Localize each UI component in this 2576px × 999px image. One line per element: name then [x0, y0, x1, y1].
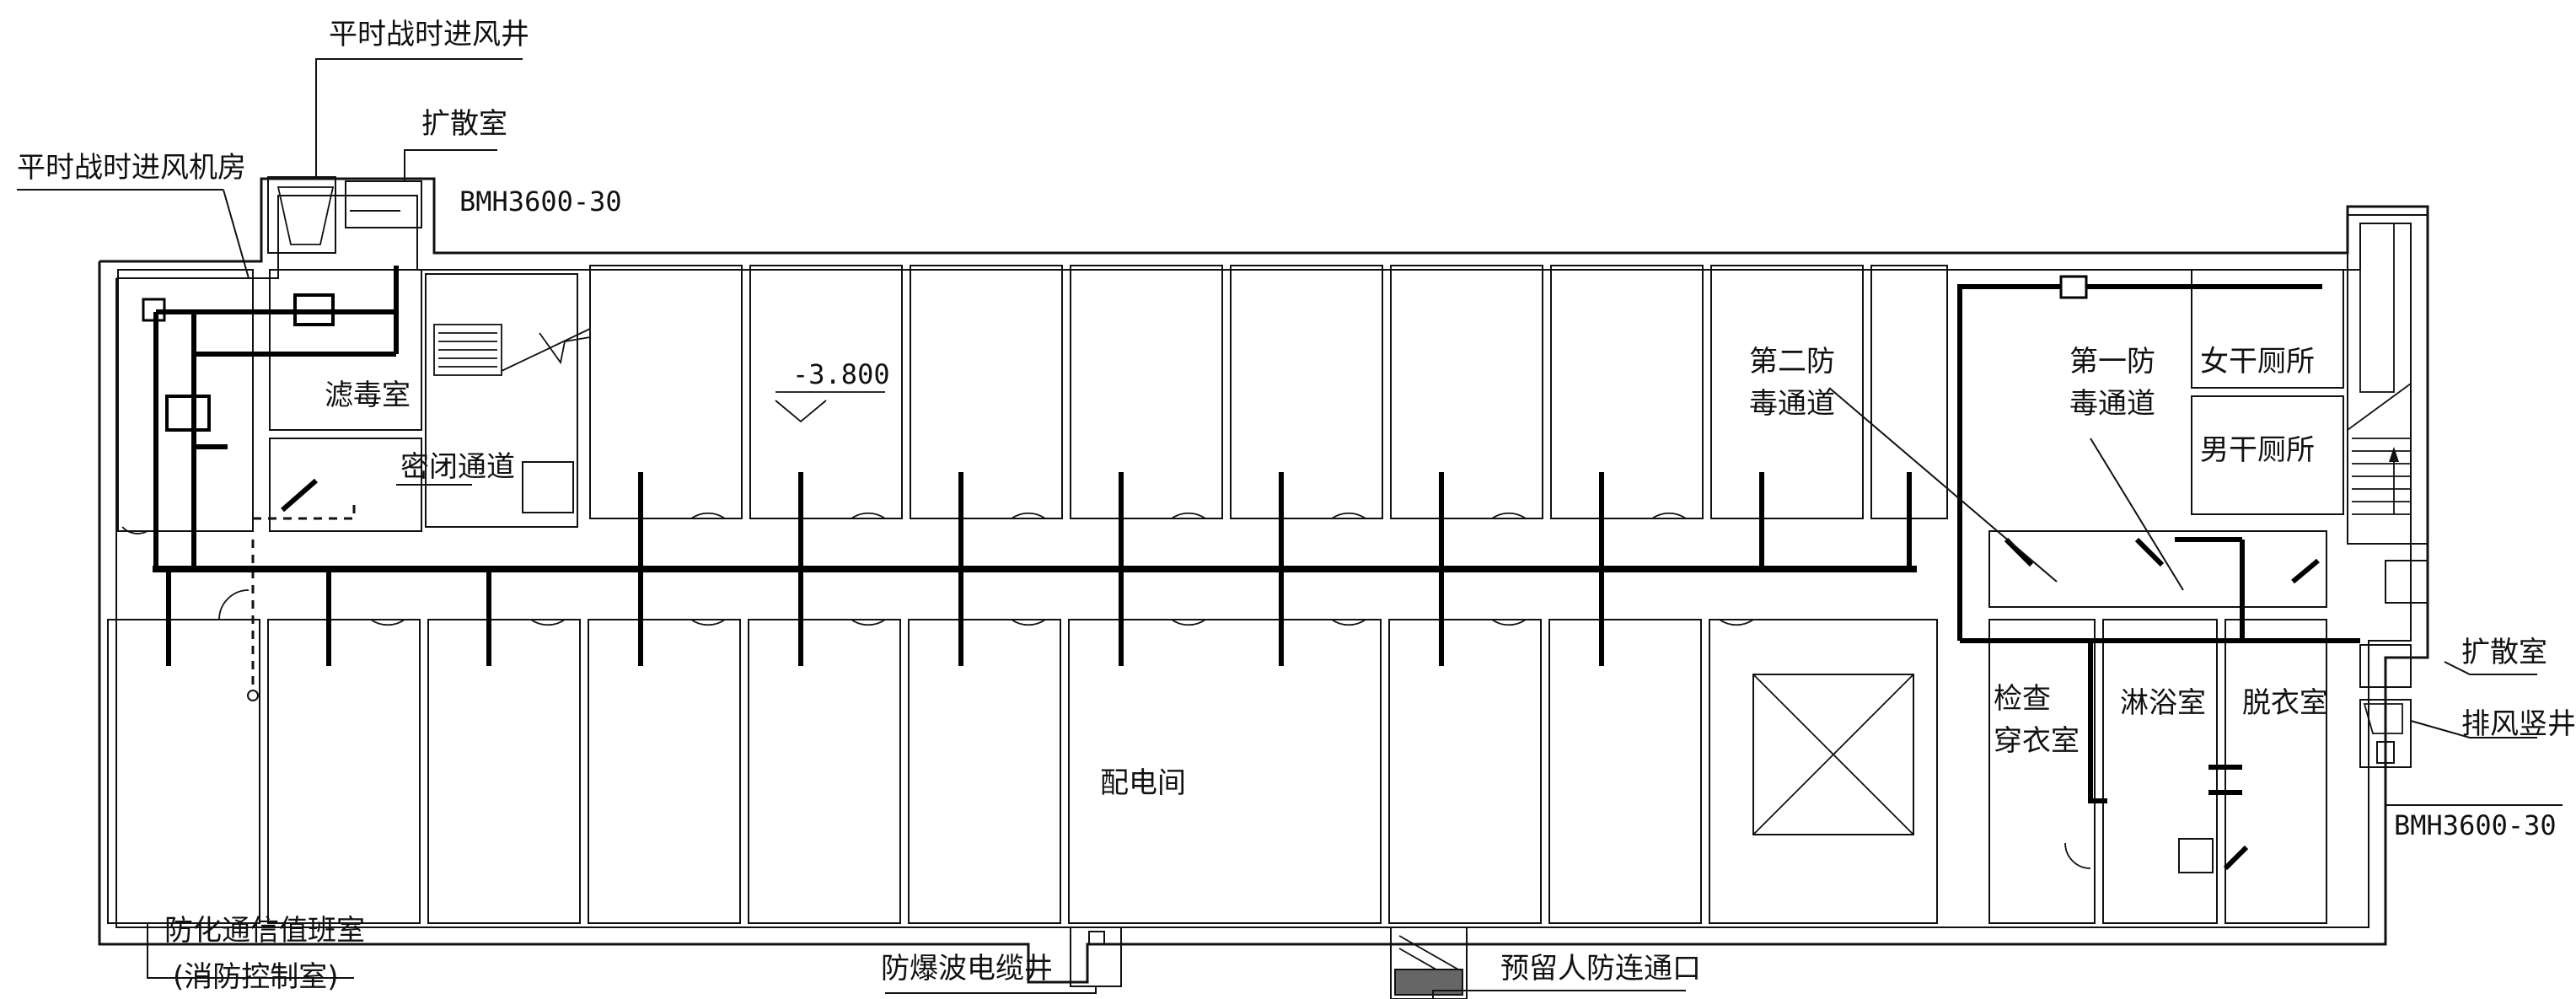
label-first-gas-1: 第一防 [2069, 345, 2155, 379]
blast-door-marks [281, 478, 2320, 871]
bottom-shafts [1070, 926, 1468, 999]
stair-left [433, 324, 591, 376]
outer-walls [98, 177, 2429, 984]
label-inspection-1: 检查 [1994, 682, 2051, 716]
label-shower-room: 淋浴室 [2120, 686, 2206, 720]
label-cable-shaft: 防爆波电缆井 [881, 952, 1053, 986]
door-arcs [121, 512, 2091, 869]
label-fire-control-room: (消防控制室) [173, 960, 339, 994]
label-exhaust-shaft: 排风竖井 [2461, 707, 2576, 741]
label-first-gas-2: 毒通道 [2069, 387, 2155, 421]
label-bmh-right: BMH3600-30 [2394, 809, 2557, 841]
label-intake-shaft: 平时战时进风井 [329, 18, 529, 51]
label-elevation: -3.800 [792, 358, 890, 390]
label-bmh-top: BMH3600-30 [459, 185, 622, 218]
label-filter-room: 滤毒室 [325, 379, 411, 412]
label-second-gas-2: 毒通道 [1749, 387, 1835, 421]
shower-box [2178, 838, 2214, 873]
decon-rooms [1988, 269, 2344, 924]
riser-end [247, 690, 259, 701]
label-inspection-2: 穿衣室 [1994, 724, 2080, 758]
label-sealed-passage: 密闭通道 [400, 450, 515, 484]
label-second-gas-1: 第二防 [1749, 345, 1835, 379]
label-female-toilet: 女干厕所 [2200, 345, 2315, 379]
label-undress-room: 脱衣室 [2242, 686, 2328, 720]
elevation-triangle [775, 400, 827, 423]
shaft-x-box [1752, 674, 1914, 835]
label-comm-duty-room: 防化通信值班室 [164, 914, 365, 948]
label-reserved-passage: 预留人防连通口 [1500, 952, 1701, 986]
label-diffusion-room-right: 扩散室 [2461, 636, 2547, 669]
label-diffusion-room-top: 扩散室 [421, 107, 507, 141]
label-power-room: 配电间 [1100, 766, 1186, 800]
leader-lines [17, 58, 2563, 999]
top-room-row [589, 265, 1948, 519]
exhaust-boxes [2359, 644, 2412, 768]
ductwork [142, 266, 2360, 803]
label-male-toilet: 男干厕所 [2200, 433, 2315, 467]
stair-right [2347, 214, 2428, 604]
sealed-passage-dash [253, 502, 356, 520]
label-intake-fan-room: 平时战时进风机房 [17, 151, 246, 185]
bottom-room-row [107, 619, 1938, 924]
